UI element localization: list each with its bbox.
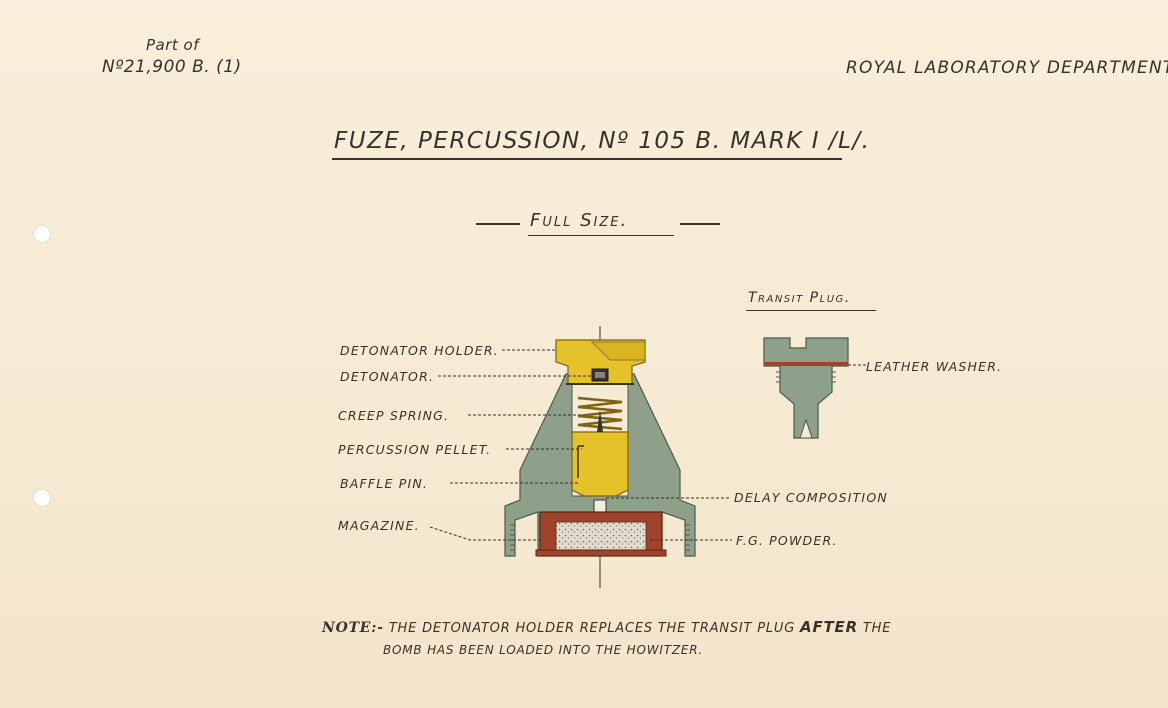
department-name: ROYAL LABORATORY DEPARTMENT. bbox=[846, 58, 1168, 78]
magazine-base bbox=[535, 549, 667, 557]
drawing-title: FUZE, PERCUSSION, Nº 105 B. MARK I /L/. bbox=[334, 128, 871, 154]
reference-number: Nº21,900 B. (1) bbox=[102, 57, 242, 77]
label-leather-washer: LEATHER WASHER. bbox=[866, 359, 1003, 374]
transit-plug-heading: Transit Plug. bbox=[748, 290, 851, 306]
title-underline bbox=[332, 158, 842, 160]
label-percussion-pellet: PERCUSSION PELLET. bbox=[338, 442, 492, 457]
holder-cap-shading bbox=[591, 341, 646, 361]
punch-hole bbox=[34, 490, 50, 506]
plug-hole bbox=[799, 418, 813, 439]
note-line2: BOMB HAS BEEN LOADED INTO THE HOWITZER. bbox=[383, 643, 703, 657]
label-detonator: DETONATOR. bbox=[340, 369, 435, 384]
note-label: NOTE:- bbox=[322, 620, 384, 636]
scale-underline bbox=[528, 235, 674, 236]
note-line1: NOTE:- THE DETONATOR HOLDER REPLACES THE… bbox=[322, 618, 891, 636]
baffle-pin bbox=[577, 445, 584, 478]
note-text-after: THE bbox=[862, 621, 892, 636]
fg-powder bbox=[555, 521, 647, 551]
plug-threads bbox=[776, 371, 836, 383]
punch-hole bbox=[34, 226, 50, 242]
note-text-before: THE DETONATOR HOLDER REPLACES THE TRANSI… bbox=[388, 621, 796, 636]
label-fg-powder: F.G. POWDER. bbox=[736, 533, 838, 548]
reference-line1: Part of bbox=[146, 36, 200, 54]
label-creep-spring: CREEP SPRING. bbox=[338, 408, 450, 423]
leather-washer bbox=[764, 362, 848, 366]
percussion-pellet bbox=[571, 431, 629, 497]
scale-dash-left bbox=[476, 223, 520, 225]
leader-lines bbox=[429, 349, 732, 541]
scale-note: Full Size. bbox=[530, 210, 629, 231]
transit-plug-underline bbox=[746, 310, 876, 311]
striker-needle bbox=[597, 410, 603, 432]
detonator-charge bbox=[595, 372, 605, 378]
label-baffle-pin: BAFFLE PIN. bbox=[340, 476, 429, 491]
label-detonator-holder: DETONATOR HOLDER. bbox=[340, 343, 499, 358]
scale-dash-right bbox=[680, 223, 720, 225]
label-delay-composition: DELAY COMPOSITION bbox=[734, 490, 888, 505]
label-magazine: MAGAZINE. bbox=[338, 518, 420, 533]
note-emphasis: AFTER bbox=[800, 618, 858, 636]
